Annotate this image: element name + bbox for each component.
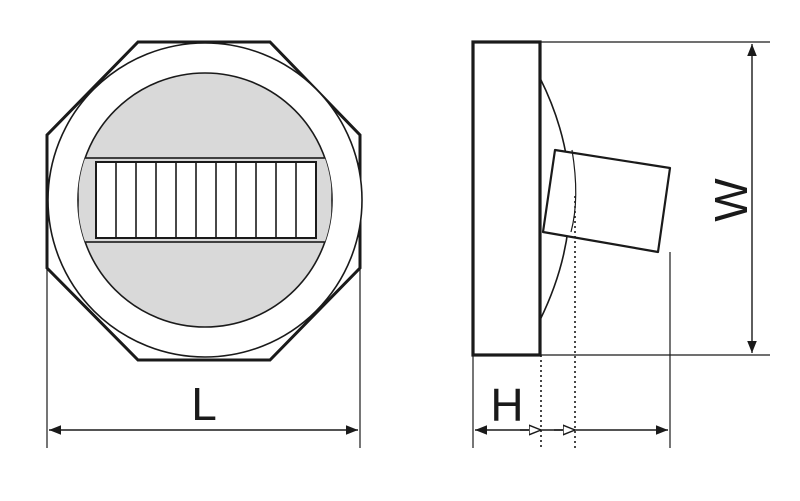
dimension-width: W [705,44,757,353]
dimension-height: H [475,379,668,431]
base-plate [471,40,542,357]
label-length: L [191,378,217,430]
side-view [471,40,770,448]
rib-frame [95,161,317,239]
dimension-length: L [46,268,361,448]
slider-ribs [95,161,317,239]
tilted-knob [541,148,672,254]
front-view [45,40,363,362]
label-height: H [490,379,523,431]
label-width: W [705,178,757,222]
